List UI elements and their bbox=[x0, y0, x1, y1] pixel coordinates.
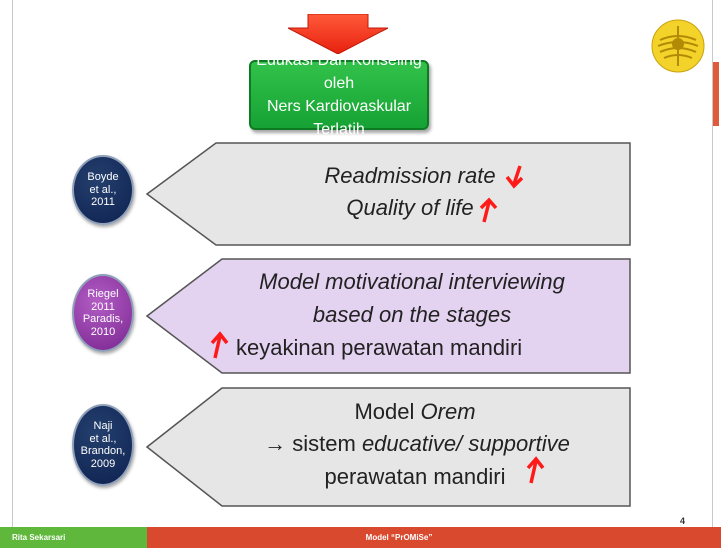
arrow-up-icon bbox=[210, 331, 229, 359]
citation-riegel-badge: Riegel 2011 Paradis, 2010 bbox=[72, 274, 134, 352]
quality-text: Quality of life bbox=[346, 195, 474, 220]
orem-text: Orem bbox=[420, 399, 476, 424]
arrow-down-icon bbox=[505, 165, 524, 189]
footer-title: Model “PrOMiSe” bbox=[147, 527, 721, 548]
readmission-text: Readmission rate bbox=[324, 163, 496, 188]
panel-2-shape bbox=[145, 258, 631, 374]
citation-line: Boyde bbox=[87, 171, 119, 184]
page-number: 4 bbox=[680, 516, 686, 526]
educative-text: educative/ supportive bbox=[361, 431, 570, 456]
citation-boyde-badge: Boyde et al., 2011 bbox=[72, 155, 134, 225]
citation-line: Brandon, bbox=[80, 445, 126, 457]
left-frame-line bbox=[12, 0, 13, 548]
citation-naji-badge: Naji et al., Brandon, 2009 bbox=[72, 404, 134, 486]
citation-line: et al., bbox=[89, 183, 117, 196]
panel-1-line-1: Readmission rate bbox=[230, 160, 590, 191]
citation-line: Paradis, bbox=[82, 313, 124, 325]
citation-line: Naji bbox=[93, 420, 113, 432]
panel-1-shape bbox=[145, 142, 631, 246]
panel-1-line-2: Quality of life bbox=[230, 192, 590, 223]
header-line-2: Ners Kardiovaskular Terlatih bbox=[266, 98, 412, 138]
right-accent-bar bbox=[713, 62, 719, 126]
panel-3-line-2: → sistem educative/ supportive bbox=[222, 428, 612, 459]
perawatan-text: perawatan mandiri bbox=[324, 464, 506, 489]
citation-line: et al., bbox=[89, 432, 117, 445]
header-box: Edukasi Dan Konseling oleh Ners Kardiova… bbox=[249, 52, 429, 138]
citation-line: 2009 bbox=[90, 457, 116, 470]
panel-3-line-1: Model Orem bbox=[230, 396, 600, 427]
sistem-text: → sistem bbox=[264, 431, 362, 456]
citation-line: 2011 bbox=[91, 196, 115, 209]
panel-2-line-3: keyakinan perawatan mandiri bbox=[236, 335, 523, 360]
citation-line: 2011 bbox=[91, 300, 115, 313]
header-line-1: Edukasi Dan Konseling oleh bbox=[256, 52, 422, 92]
arrow-down-icon bbox=[288, 14, 388, 54]
panel-3-shape bbox=[145, 387, 631, 507]
footer-bar: Rita Sekarsari Model “PrOMiSe” bbox=[0, 527, 721, 548]
panel-2-line-1: Model motivational interviewing bbox=[259, 269, 565, 294]
footer-author: Rita Sekarsari bbox=[0, 527, 147, 548]
arrow-up-icon bbox=[526, 456, 545, 484]
right-frame-line bbox=[712, 0, 713, 548]
university-seal-icon bbox=[651, 19, 705, 73]
panel-3-line-3: perawatan mandiri bbox=[230, 461, 600, 492]
citation-line: Riegel bbox=[87, 288, 119, 300]
panel-2-line-2: based on the stages bbox=[312, 302, 512, 327]
model-text: Model bbox=[354, 399, 421, 424]
citation-line: 2010 bbox=[90, 325, 116, 338]
arrow-up-icon bbox=[479, 197, 498, 223]
